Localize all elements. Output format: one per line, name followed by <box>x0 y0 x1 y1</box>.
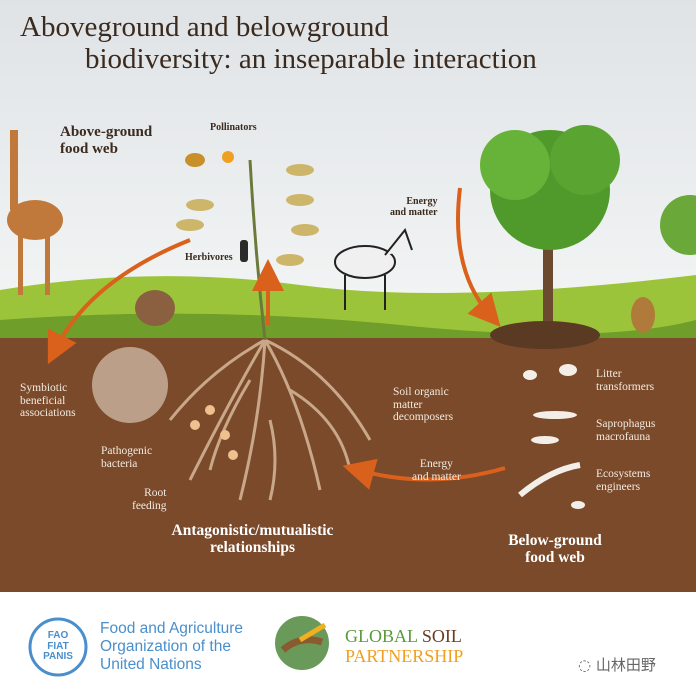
label-root-feeding: Root feeding <box>132 487 167 512</box>
label-antagonistic: Antagonistic/mutualistic relationships <box>171 522 334 557</box>
title-line-2: biodiversity: an inseparable interaction <box>85 43 537 75</box>
label-decomposers: Soil organic matter decomposers <box>393 386 454 424</box>
caterpillar-icon <box>240 240 248 262</box>
watermark: ◌ 山林田野 <box>578 657 656 674</box>
gsp-line-1: GLOBAL SOIL <box>345 626 462 647</box>
flower <box>222 151 234 163</box>
soil-fauna <box>518 364 585 509</box>
title-line-1: Aboveground and belowground <box>20 11 389 43</box>
fao-name: Food and Agriculture Organization of the… <box>100 620 244 673</box>
bacteria <box>190 405 238 460</box>
arrow-left <box>342 458 506 490</box>
tree-trunk <box>543 230 553 330</box>
arrow-down-left <box>47 238 191 365</box>
gsp-line-2: PARTNERSHIP <box>345 646 464 666</box>
plant-leaves <box>176 164 319 266</box>
leaf-litter <box>490 321 600 349</box>
label-saprophagus: Saprophagus macrofauna <box>596 418 656 443</box>
fao-logo-letters: FAO FIAT PANIS <box>43 630 73 662</box>
plant-stem <box>248 159 267 341</box>
label-pollinators: Pollinators <box>210 122 257 133</box>
label-energy-matter-top: Energy and matter <box>390 196 438 218</box>
label-litter: Litter transformers <box>596 368 655 393</box>
label-herbivores: Herbivores <box>185 252 233 263</box>
plant-roots <box>168 338 372 501</box>
bee-icon <box>185 153 205 167</box>
gsp-logo <box>275 616 329 670</box>
energy-arrows <box>47 187 506 490</box>
label-energy-matter-bottom: Energy and matter <box>412 458 461 483</box>
label-above-ground-food-web: Above-ground food web <box>60 124 153 157</box>
label-below-ground-food-web: Below-ground food web <box>508 532 602 567</box>
label-pathogenic: Pathogenic bacteria <box>101 445 153 470</box>
marmot-icon <box>631 297 655 333</box>
fao-logo <box>28 617 88 677</box>
label-symbiotic: Symbiotic beneficial associations <box>20 382 76 420</box>
arrow-down-right <box>456 187 501 327</box>
wechat-icon: ◌ <box>578 656 596 674</box>
label-engineers: Ecosystems engineers <box>596 468 651 493</box>
mycorrhiza <box>92 347 168 423</box>
gsp-global: GLOBAL <box>345 626 418 646</box>
gsp-soil: SOIL <box>421 626 462 646</box>
wombat-icon <box>135 290 175 326</box>
zebra-icon <box>334 227 413 310</box>
watermark-text: 山林田野 <box>595 656 656 674</box>
giraffe-icon <box>7 130 63 295</box>
